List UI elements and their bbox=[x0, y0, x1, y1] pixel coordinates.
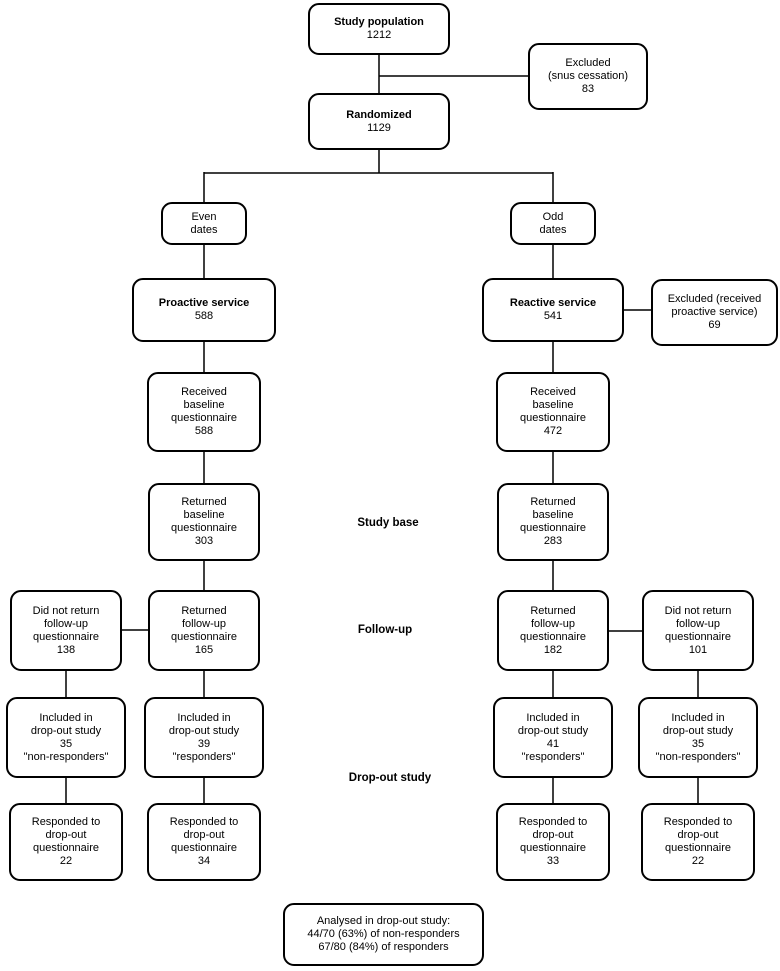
node-study-population: Study population 1212 bbox=[308, 3, 450, 55]
node-responded-responders-reactive: Responded to drop-out questionnaire 33 bbox=[496, 803, 610, 881]
section-label-drop-out-study: Drop-out study bbox=[348, 772, 432, 784]
node-excluded-snus-cessation: Excluded (snus cessation) 83 bbox=[528, 43, 648, 110]
node-responded-responders-proactive: Responded to drop-out questionnaire 34 bbox=[147, 803, 261, 881]
node-responded-nonresponders-reactive: Responded to drop-out questionnaire 22 bbox=[641, 803, 755, 881]
node-text: Even dates bbox=[190, 210, 218, 236]
node-value: 541 bbox=[543, 310, 563, 322]
node-text: Included in drop-out study 35 "non-respo… bbox=[23, 711, 109, 763]
node-text: Responded to drop-out questionnaire 33 bbox=[518, 816, 588, 867]
node-text: Returned baseline questionnaire 283 bbox=[519, 496, 587, 547]
node-text: Responded to drop-out questionnaire 22 bbox=[31, 816, 101, 867]
node-text: Responded to drop-out questionnaire 22 bbox=[663, 816, 733, 867]
node-received-baseline-reactive: Received baseline questionnaire 472 bbox=[496, 372, 610, 452]
node-value: 1129 bbox=[367, 121, 391, 134]
node-randomized: Randomized 1129 bbox=[308, 93, 450, 150]
node-returned-baseline-proactive: Returned baseline questionnaire 303 bbox=[148, 483, 260, 561]
section-label-follow-up: Follow-up bbox=[357, 624, 413, 636]
node-title: Randomized bbox=[346, 108, 412, 121]
node-included-nonresponders-reactive: Included in drop-out study 35 "non-respo… bbox=[638, 697, 758, 778]
node-returned-baseline-reactive: Returned baseline questionnaire 283 bbox=[497, 483, 609, 561]
node-returned-followup-reactive: Returned follow-up questionnaire 182 bbox=[497, 590, 609, 671]
node-text: Returned follow-up questionnaire 182 bbox=[519, 604, 587, 656]
node-value: 588 bbox=[194, 310, 214, 322]
node-received-baseline-proactive: Received baseline questionnaire 588 bbox=[147, 372, 261, 452]
node-odd-dates: Odd dates bbox=[510, 202, 596, 245]
node-analysed-summary: Analysed in drop-out study: 44/70 (63%) … bbox=[283, 903, 484, 966]
node-text: Included in drop-out study 41 "responder… bbox=[517, 711, 589, 763]
node-title: Reactive service bbox=[509, 297, 597, 309]
node-included-nonresponders-proactive: Included in drop-out study 35 "non-respo… bbox=[6, 697, 126, 778]
node-even-dates: Even dates bbox=[161, 202, 247, 245]
node-excluded-received-proactive: Excluded (received proactive service) 69 bbox=[651, 279, 778, 346]
node-text: Returned follow-up questionnaire 165 bbox=[170, 604, 238, 656]
node-text: Returned baseline questionnaire 303 bbox=[170, 496, 238, 547]
node-did-not-return-followup-proactive: Did not return follow-up questionnaire 1… bbox=[10, 590, 122, 671]
node-text: Received baseline questionnaire 472 bbox=[519, 386, 587, 437]
node-text: Odd dates bbox=[539, 210, 567, 236]
node-text: Included in drop-out study 35 "non-respo… bbox=[655, 711, 741, 763]
node-title: Proactive service bbox=[158, 297, 250, 309]
node-included-responders-proactive: Included in drop-out study 39 "responder… bbox=[144, 697, 264, 778]
node-text: Excluded (snus cessation) 83 bbox=[547, 57, 629, 95]
node-proactive-service: Proactive service 588 bbox=[132, 278, 276, 342]
node-text: Did not return follow-up questionnaire 1… bbox=[664, 604, 732, 656]
node-returned-followup-proactive: Returned follow-up questionnaire 165 bbox=[148, 590, 260, 671]
node-text: Did not return follow-up questionnaire 1… bbox=[32, 604, 100, 656]
node-did-not-return-followup-reactive: Did not return follow-up questionnaire 1… bbox=[642, 590, 754, 671]
node-title: Study population bbox=[334, 16, 424, 28]
section-label-study-base: Study base bbox=[357, 517, 419, 529]
node-text: Responded to drop-out questionnaire 34 bbox=[169, 816, 239, 867]
node-responded-nonresponders-proactive: Responded to drop-out questionnaire 22 bbox=[9, 803, 123, 881]
node-included-responders-reactive: Included in drop-out study 41 "responder… bbox=[493, 697, 613, 778]
node-reactive-service: Reactive service 541 bbox=[482, 278, 624, 342]
node-text: Included in drop-out study 39 "responder… bbox=[168, 711, 240, 763]
node-text: Excluded (received proactive service) 69 bbox=[667, 293, 762, 331]
node-text: Received baseline questionnaire 588 bbox=[170, 386, 238, 437]
node-text: Analysed in drop-out study: 44/70 (63%) … bbox=[307, 915, 460, 953]
node-value: 1212 bbox=[366, 29, 392, 41]
